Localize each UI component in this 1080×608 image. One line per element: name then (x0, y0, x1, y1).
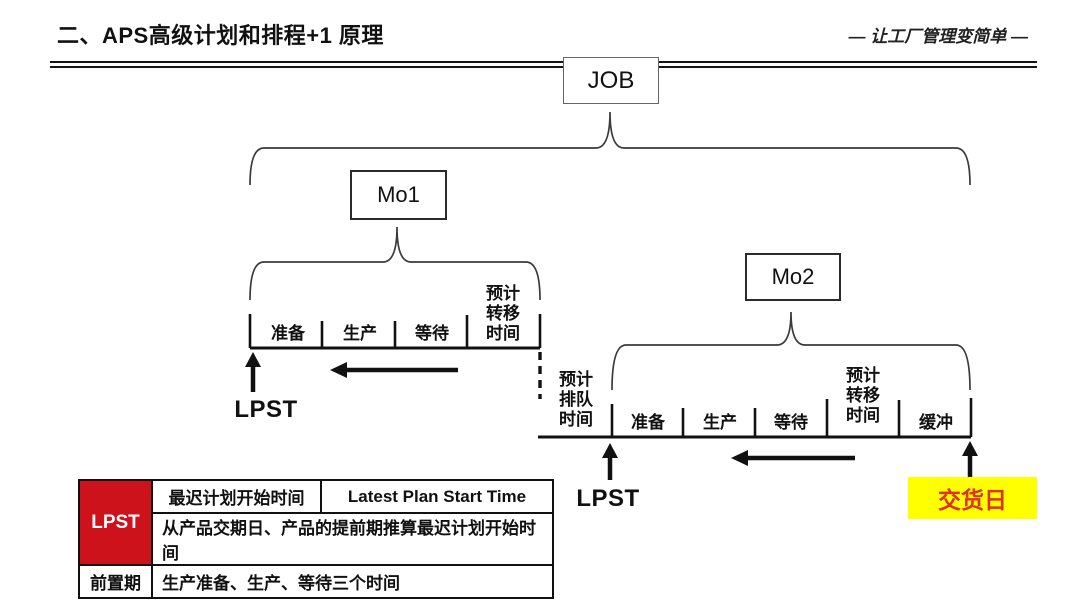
mo2-brace (611, 311, 971, 391)
mo1-segment-produce: 生产 (343, 324, 377, 343)
mo2-timeline (538, 398, 973, 439)
legend-table: LPST 最迟计划开始时间 Latest Plan Start Time 从产品… (78, 479, 554, 599)
table-row: 前置期 生产准备、生产、等待三个时间 (78, 564, 554, 599)
mo2-segment-transfer: 预计 转移 时间 (846, 366, 880, 425)
mo2-segment-buffer: 缓冲 (919, 413, 953, 432)
delivery-arrow (962, 441, 978, 477)
table-row: LPST 最迟计划开始时间 Latest Plan Start Time (78, 479, 554, 566)
mo1-segment-transfer: 预计 转移 时间 (486, 284, 520, 343)
mo2-segment-wait: 等待 (774, 413, 808, 432)
lpst-label-right: LPST (576, 485, 640, 512)
mo1-segment-setup: 准备 (271, 324, 305, 343)
header-divider (50, 61, 1037, 68)
job-brace (249, 111, 971, 186)
job-node: JOB (563, 57, 659, 104)
legend-lpst-cn: 最迟计划开始时间 (151, 479, 322, 514)
legend-lpst-en: Latest Plan Start Time (320, 479, 554, 514)
backward-arrow-right (731, 450, 855, 466)
lpst-arrow-right (602, 443, 618, 480)
queue-time-label: 预计 排队 时间 (559, 370, 593, 429)
header-slogan: — 让工厂管理变简单 — (848, 27, 1028, 46)
lpst-label-left: LPST (234, 396, 298, 423)
mo2-node: Mo2 (745, 253, 841, 301)
mo2-segment-produce: 生产 (703, 413, 737, 432)
legend-lpst-desc: 从产品交期日、产品的提前期推算最迟计划开始时间 (151, 512, 554, 566)
page-title: 二、APS高级计划和排程+1 原理 (57, 23, 384, 48)
mo1-timeline (248, 314, 542, 350)
mo1-brace (249, 226, 541, 301)
delivery-date-badge: 交货日 (908, 477, 1037, 519)
backward-arrow-left (330, 362, 458, 378)
mo2-segment-setup: 准备 (631, 413, 665, 432)
legend-lead-desc: 生产准备、生产、等待三个时间 (151, 564, 554, 599)
mo1-node: Mo1 (350, 170, 447, 220)
mo1-segment-wait: 等待 (415, 324, 449, 343)
table-row: 从产品交期日、产品的提前期推算最迟计划开始时间 (79, 512, 554, 566)
legend-term-lpst: LPST (78, 479, 153, 566)
lpst-arrow-left (245, 352, 261, 392)
legend-term-leadtime: 前置期 (78, 564, 153, 599)
